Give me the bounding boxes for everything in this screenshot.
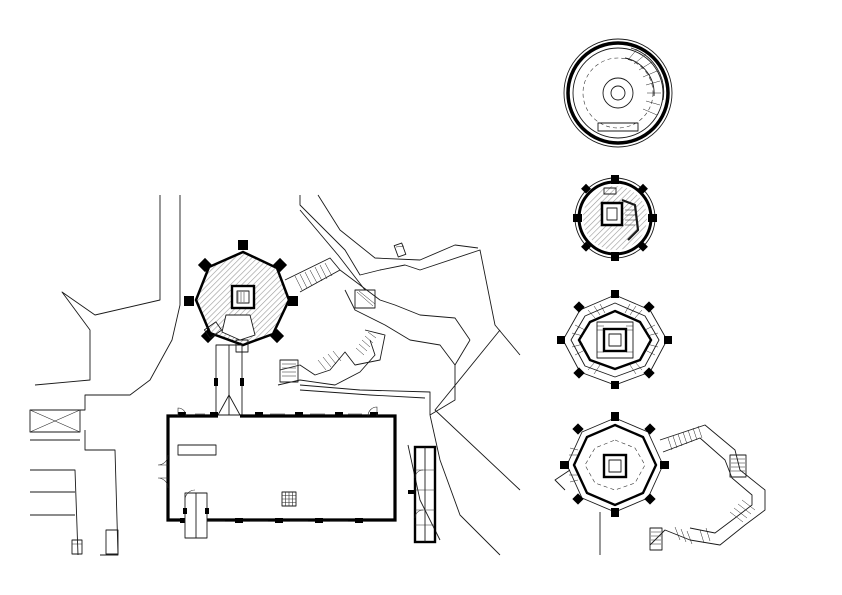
- site-plan: [29, 194, 521, 556]
- connecting-corridor: [214, 344, 244, 416]
- octagon-tower: [184, 240, 298, 353]
- tower-level-ground: [554, 412, 766, 555]
- tower-level-upper: [573, 175, 657, 261]
- buttress: [238, 240, 248, 250]
- tower-level-middle: [557, 290, 672, 389]
- tower-level-roof: [563, 38, 673, 148]
- context-lines: [29, 195, 181, 556]
- main-hall: [157, 406, 397, 539]
- street-right: [299, 194, 521, 556]
- annex: [408, 445, 437, 544]
- terrace-stairs: [277, 257, 471, 415]
- window-ticks: [195, 413, 362, 522]
